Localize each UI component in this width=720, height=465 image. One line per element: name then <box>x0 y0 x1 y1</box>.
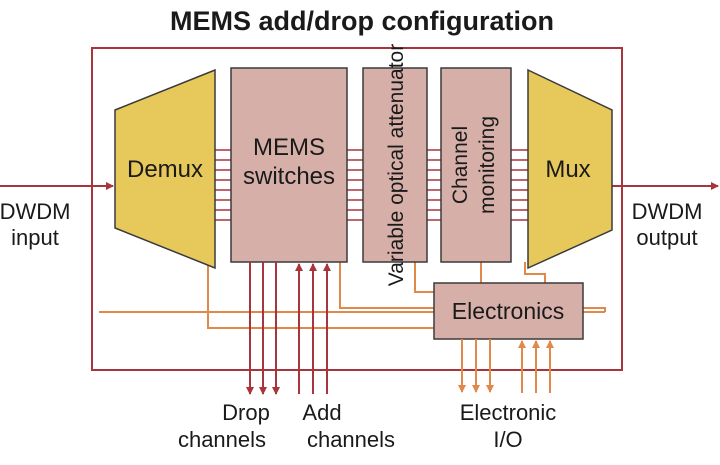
electronic-io-label-line1: Electronic <box>460 400 557 425</box>
electronics-block <box>433 282 584 340</box>
electronic-io-arrows <box>458 339 554 393</box>
voa-label: Variable optical attenuator <box>385 44 408 286</box>
electronics-label: Electronics <box>452 298 564 324</box>
dwdm-input-label-line1: DWDM <box>0 199 70 224</box>
demux-label: Demux <box>127 156 203 183</box>
add-channel-arrows <box>295 263 331 394</box>
mems-switches-block <box>230 67 348 263</box>
module-frame <box>91 47 623 371</box>
drop-channel-arrows <box>246 262 280 395</box>
channel-monitoring-block <box>440 67 512 263</box>
mems-label-line2: switches <box>243 163 335 190</box>
demux-block <box>114 68 216 270</box>
drop-channels-label-line2: channels <box>178 427 266 452</box>
drop-channels-label-line1: Drop <box>222 400 270 425</box>
monitor-label-line1: Channel <box>449 126 472 204</box>
add-channels-label-line1: Add <box>302 400 341 425</box>
dwdm-input-label-line2: input <box>11 225 59 250</box>
mux-label: Mux <box>545 156 590 183</box>
dwdm-output-label-line2: output <box>636 225 697 250</box>
voa-block <box>362 67 428 263</box>
electronic-io-label-line2: I/O <box>493 427 522 452</box>
add-channels-label-line2: channels <box>307 427 395 452</box>
diagram-title: MEMS add/drop configuration <box>170 6 554 36</box>
mux-block <box>527 68 613 270</box>
mems-label-line1: MEMS <box>253 134 325 161</box>
monitor-label-line2: monitoring <box>476 116 499 214</box>
dwdm-output-label-line1: DWDM <box>632 199 703 224</box>
